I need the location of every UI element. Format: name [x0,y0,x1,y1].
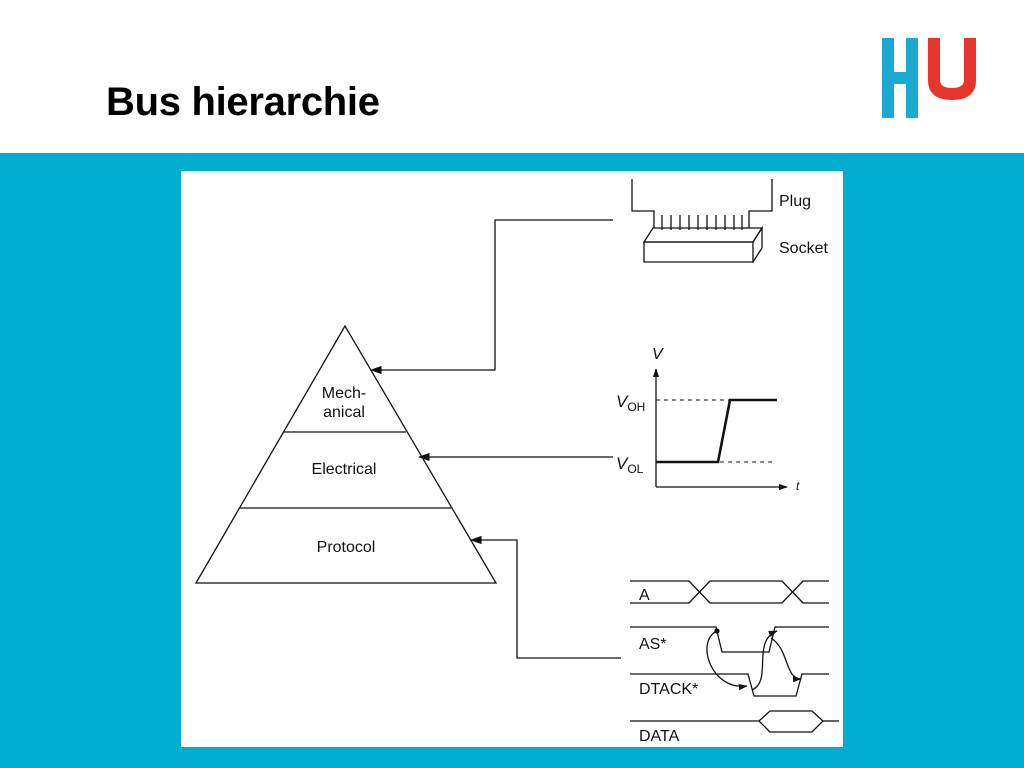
pyramid-level-mechanical-line1: Mech- [322,385,366,402]
plug-right-edge [748,179,773,228]
socket-label: Socket [779,240,828,257]
signal-label-data: DATA [639,728,680,745]
time-axis-label: t [796,479,800,493]
socket-top [642,227,764,243]
voh-label: VOH [616,392,645,414]
slide-header: Bus hierarchie [0,0,1024,153]
protocol-connector-arrow [469,535,621,659]
signal-a-waveform [630,580,829,604]
handshake-arrow-as-to-dtack [706,630,748,691]
signal-as-waveform [630,626,829,653]
signal-label-as: AS* [639,636,667,653]
vol-label: VOL [616,454,644,476]
handshake-arrow-dtack-to-as [751,630,778,691]
signal-label-a: A [639,587,650,604]
signal-dtack-waveform [630,673,829,697]
pyramid-level-mechanical-line2: anical [323,404,365,421]
socket-side [752,225,763,263]
voltage-graph: V VOH VOL t [616,346,800,493]
slide-title: Bus hierarchie [106,80,380,124]
plug-left-edge [631,179,655,228]
voltage-waveform [656,398,777,464]
pyramid-level-electrical: Electrical [312,461,377,478]
mechanical-connector-arrow [369,219,613,375]
signal-data-waveform [630,710,839,733]
plug-socket-drawing: Plug Socket [631,179,828,263]
socket-front [643,241,754,263]
bus-hierarchy-figure: Mech- anical Electrical Protocol Plug S [181,171,843,747]
timing-diagram: A AS* DTACK* DATA [630,580,839,745]
pyramid: Mech- anical Electrical Protocol [194,324,498,584]
signal-label-dtack: DTACK* [639,681,698,698]
hu-logo-icon [882,38,976,118]
handshake-arrow-as-release [770,637,802,683]
pyramid-level-protocol: Protocol [317,539,376,556]
voltage-axis-label: V [652,346,664,363]
plug-label: Plug [779,193,811,210]
